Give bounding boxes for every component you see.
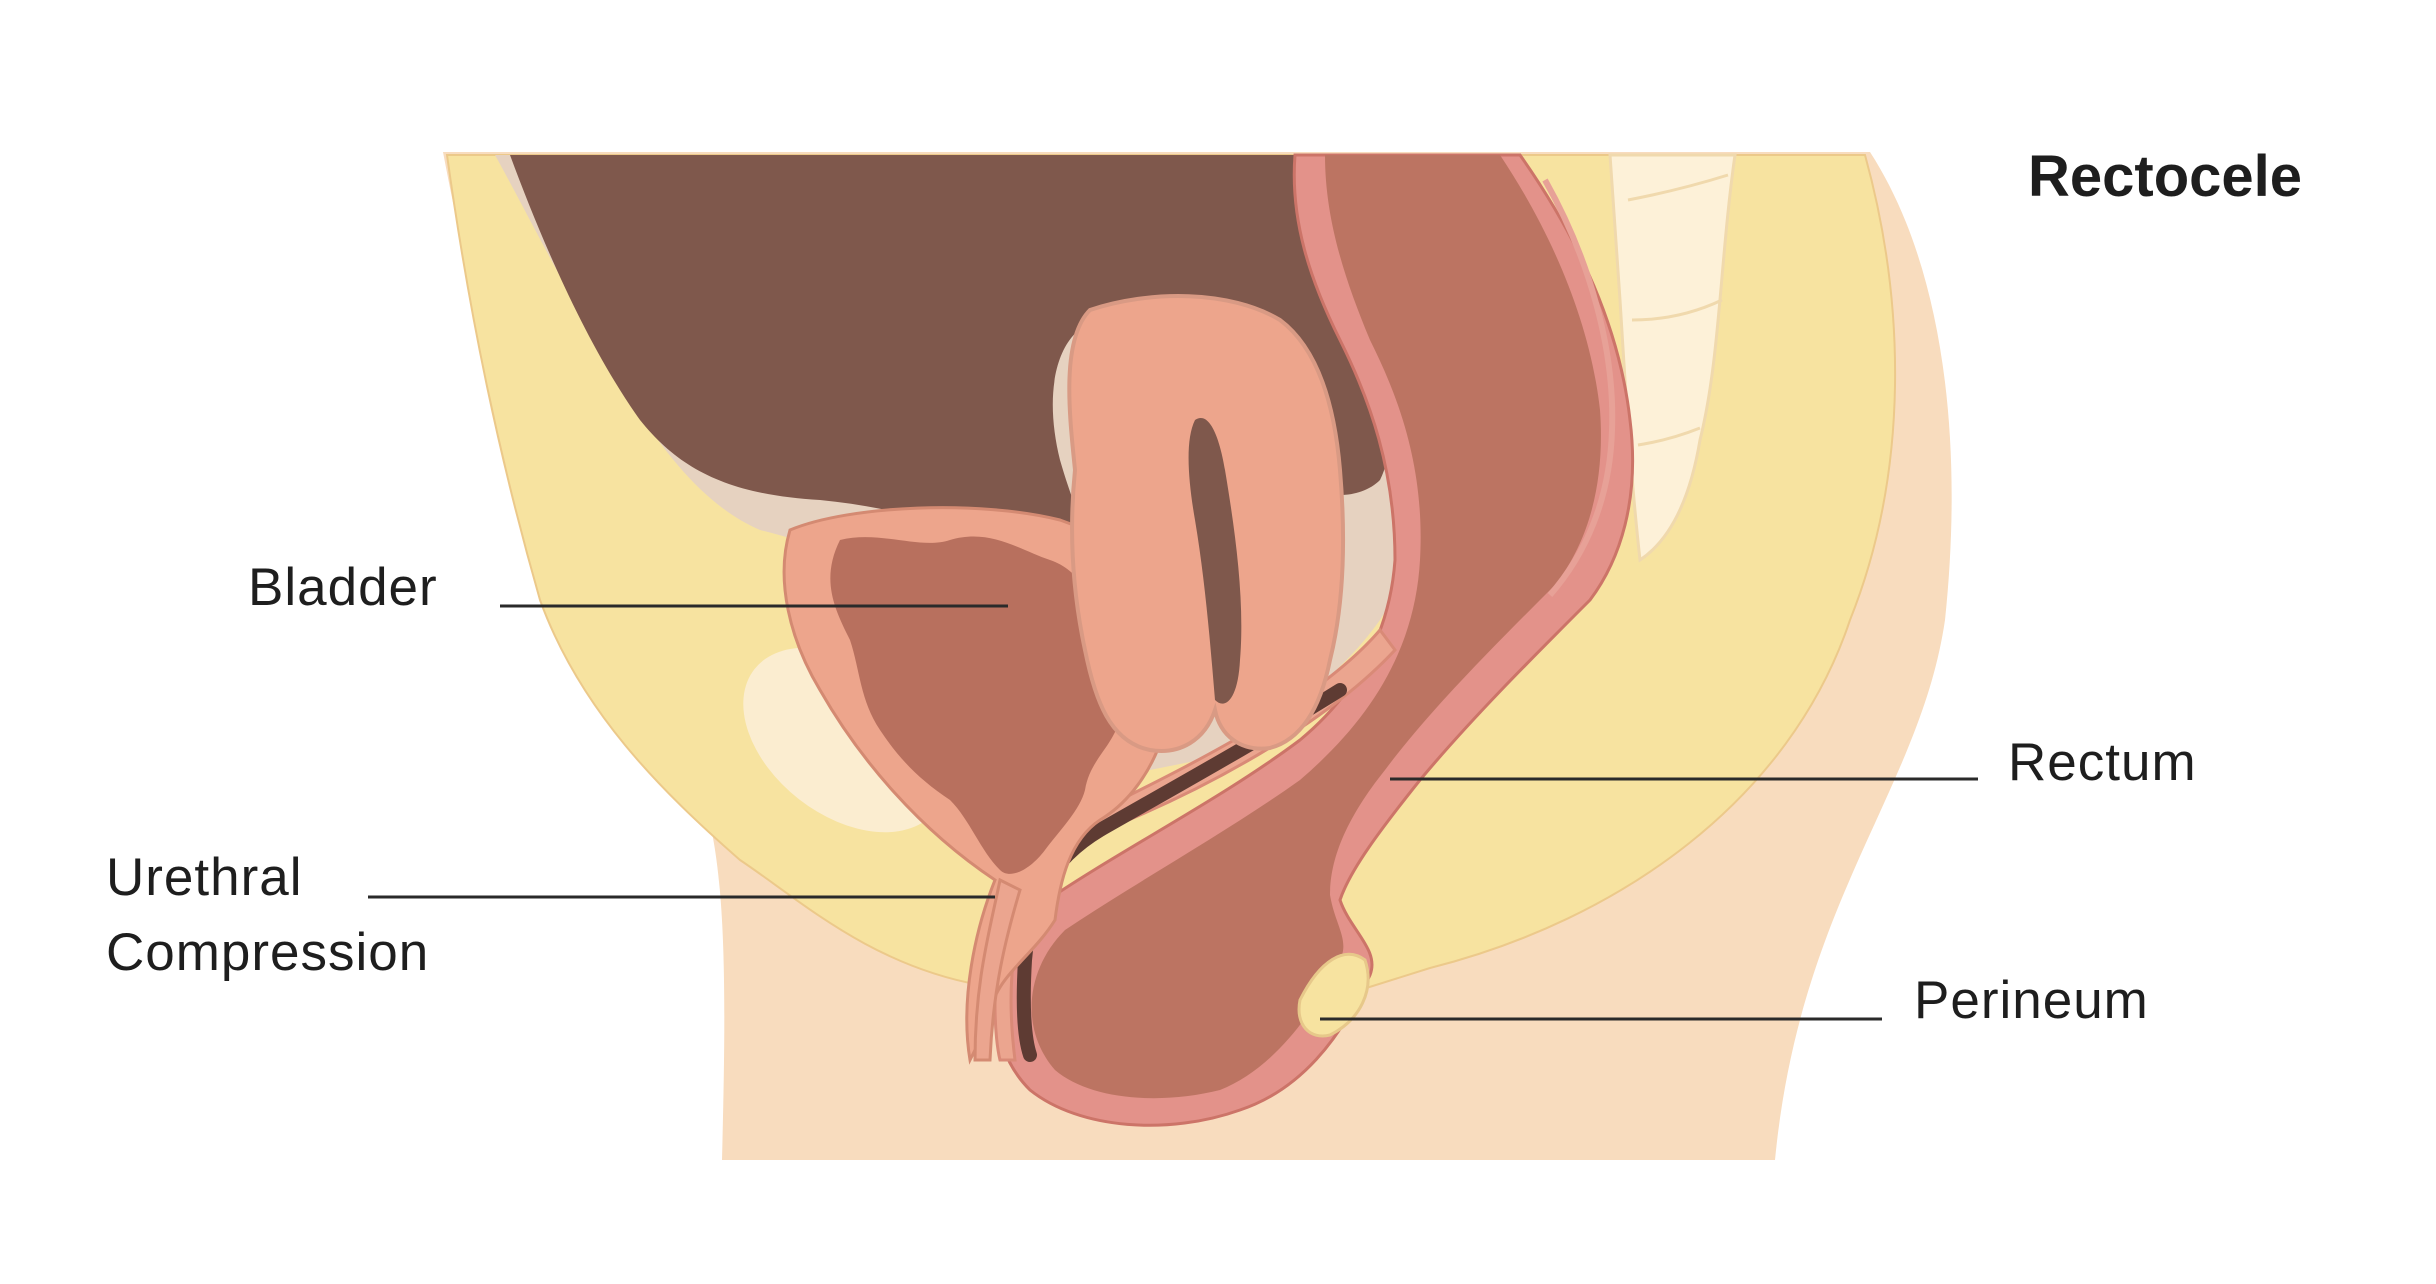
diagram-title: Rectocele — [2028, 144, 2302, 209]
perineum-label: Perineum — [1914, 971, 2149, 1030]
urethra — [973, 877, 1022, 1062]
sacrum-divisions — [1627, 173, 1729, 447]
bladder-lumen — [830, 536, 1123, 874]
rectum-inner-lining — [1542, 178, 1616, 597]
urethral-compression-label-line1: Urethral — [106, 848, 303, 907]
uterine-cavity — [1188, 418, 1242, 704]
bladder-label: Bladder — [248, 558, 438, 617]
rectum-lumen — [1031, 155, 1601, 1099]
rectum-label: Rectum — [2008, 733, 2197, 792]
abdominal-cavity — [510, 155, 1389, 600]
urethral-compression-label-line2: Compression — [106, 923, 429, 982]
perineal-body — [1297, 952, 1370, 1038]
